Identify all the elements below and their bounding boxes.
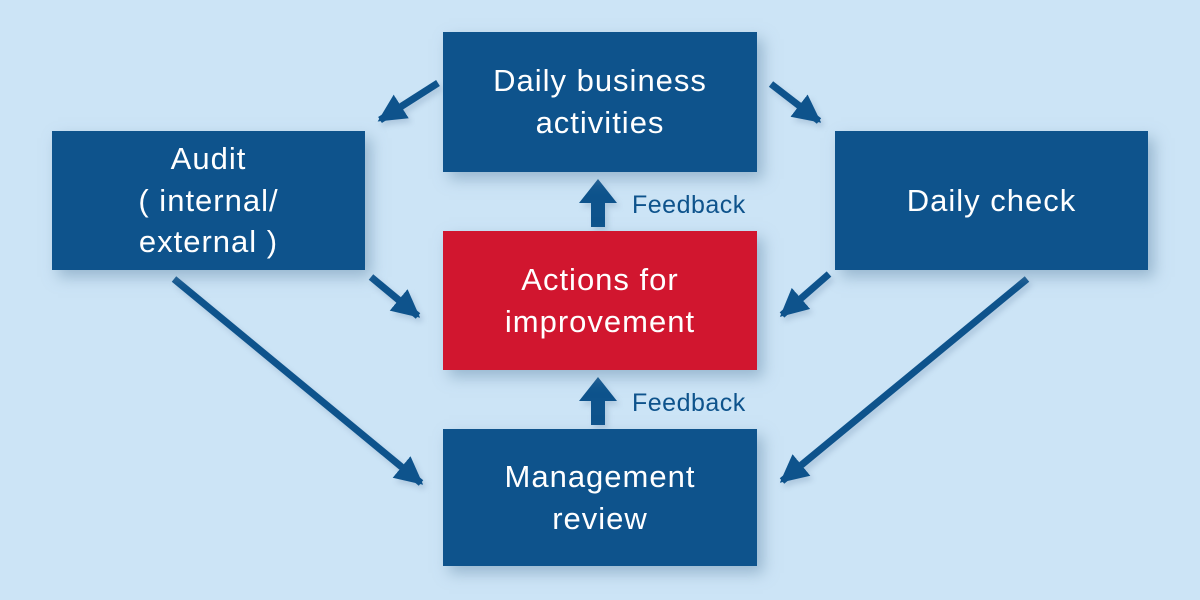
node-actions-for-improvement: Actions for improvement xyxy=(443,231,757,370)
node-daily-check: Daily check xyxy=(835,131,1148,270)
arrow-daily-business-to-audit xyxy=(377,80,440,123)
node-audit-internal-external: Audit ( internal/ external ) xyxy=(52,131,365,270)
feedback-label-top: Feedback xyxy=(632,191,746,219)
node-daily-business-activities: Daily business activities xyxy=(443,32,757,172)
node-label: Daily check xyxy=(906,182,1077,218)
feedback-up-arrow-icon-top xyxy=(579,179,617,227)
node-label: Actions for improvement xyxy=(504,261,696,339)
arrow-audit-to-actions xyxy=(368,274,421,319)
arrow-daily-check-to-management-review xyxy=(779,276,1030,484)
feedback-label-bottom: Feedback xyxy=(632,389,746,417)
feedback-up-arrow-icon-bottom xyxy=(579,377,617,425)
node-label: Audit ( internal/ external ) xyxy=(138,140,279,260)
node-management-review: Management review xyxy=(443,429,757,566)
arrow-audit-to-management-review xyxy=(171,276,424,486)
node-label: Management review xyxy=(504,458,696,536)
node-label: Daily business activities xyxy=(493,63,707,140)
arrow-daily-business-to-daily-check xyxy=(768,81,822,124)
arrow-daily-check-to-actions xyxy=(779,271,832,318)
